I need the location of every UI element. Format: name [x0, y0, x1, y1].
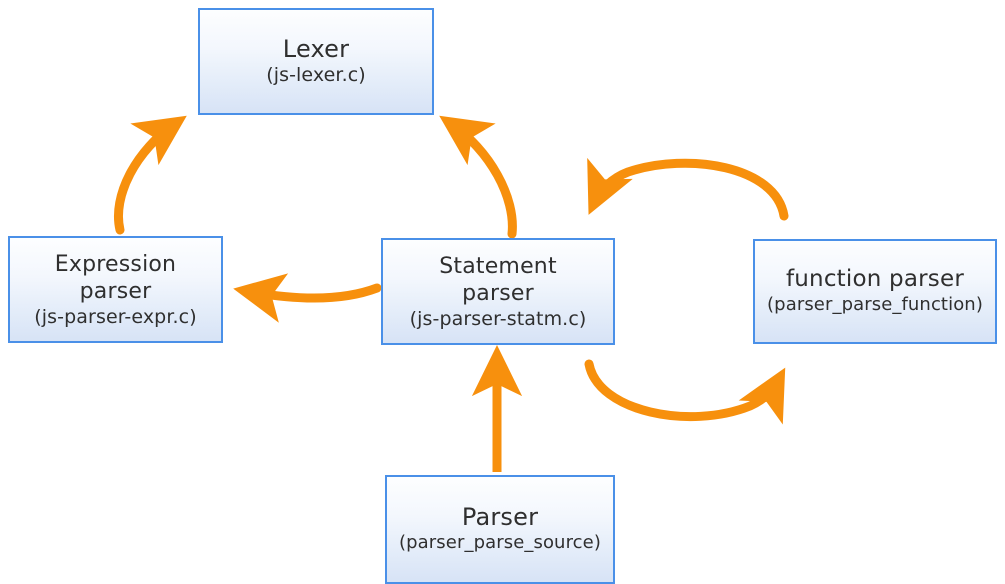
edge-expression-to-lexer — [114, 115, 187, 235]
node-statement-parser[interactable]: Statement parser (js-parser-statm.c) — [381, 238, 615, 345]
edge-statement-to-function — [584, 359, 786, 425]
node-statement-parser-title: Statement parser — [439, 253, 557, 306]
node-expression-parser-subtitle: (js-parser-expr.c) — [34, 305, 197, 328]
edge-function-to-statement — [587, 157, 789, 221]
node-lexer[interactable]: Lexer (js-lexer.c) — [198, 8, 434, 115]
node-expression-parser-title: Expression parser — [54, 251, 177, 304]
edge-statement-to-lexer — [439, 115, 517, 239]
node-statement-parser-subtitle: (js-parser-statm.c) — [409, 307, 587, 330]
node-parser[interactable]: Parser (parser_parse_source) — [385, 475, 615, 584]
node-function-parser-title: function parser — [785, 266, 964, 292]
node-lexer-title: Lexer — [282, 35, 350, 63]
node-function-parser[interactable]: function parser (parser_parse_function) — [753, 239, 997, 344]
node-expression-parser[interactable]: Expression parser (js-parser-expr.c) — [8, 236, 223, 343]
node-parser-subtitle: (parser_parse_source) — [399, 532, 601, 553]
edge-statement-to-expression — [233, 273, 382, 323]
node-lexer-subtitle: (js-lexer.c) — [266, 64, 366, 86]
node-function-parser-subtitle: (parser_parse_function) — [767, 294, 983, 315]
node-parser-title: Parser — [461, 503, 539, 531]
